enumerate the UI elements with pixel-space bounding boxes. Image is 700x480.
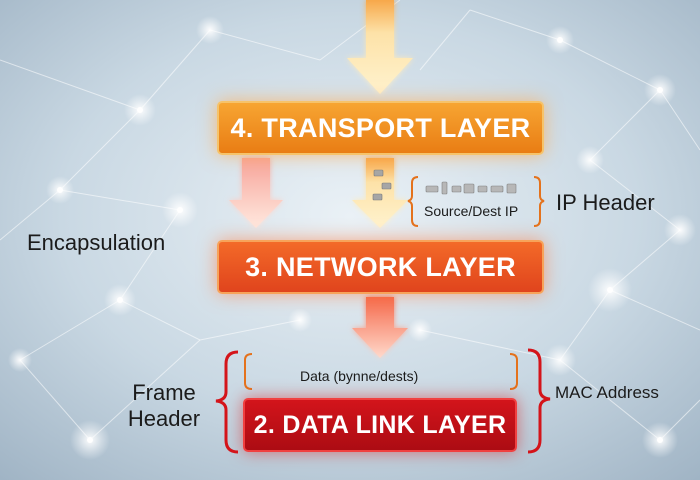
data-link-layer-box: 2. DATA LINK LAYER <box>243 398 517 452</box>
ip-header-label: IP Header <box>556 190 655 215</box>
ip-header-bracket-left <box>407 176 419 227</box>
arrow-network-to-datalink <box>352 297 408 358</box>
source-dest-ip-label: Source/Dest IP <box>424 203 519 219</box>
network-layer-label: 3. NETWORK LAYER <box>245 251 516 282</box>
arrow-into-transport <box>347 0 413 94</box>
mac-address-bracket <box>527 348 551 454</box>
transport-layer-label: 4. TRANSPORT LAYER <box>230 112 531 143</box>
mac-address-label: MAC Address <box>555 383 659 402</box>
arrow-transport-to-network <box>352 158 408 228</box>
data-payload-label: Data (bynne/dests) <box>300 368 419 384</box>
ip-header-fields-icon <box>425 181 517 195</box>
encapsulation-label: Encapsulation <box>27 230 166 255</box>
data-bracket-left <box>244 353 253 390</box>
arrow-encapsulation-left <box>229 158 283 228</box>
frame-header-bracket <box>215 350 239 454</box>
packet-icons <box>372 169 392 201</box>
network-layer-box: 3. NETWORK LAYER <box>217 240 544 294</box>
data-link-layer-label: 2. DATA LINK LAYER <box>253 410 507 439</box>
transport-layer-box: 4. TRANSPORT LAYER <box>217 101 544 155</box>
frame-header-label: Frame Header <box>127 380 201 431</box>
ip-header-bracket-right <box>533 176 545 227</box>
data-bracket-right <box>509 353 518 390</box>
